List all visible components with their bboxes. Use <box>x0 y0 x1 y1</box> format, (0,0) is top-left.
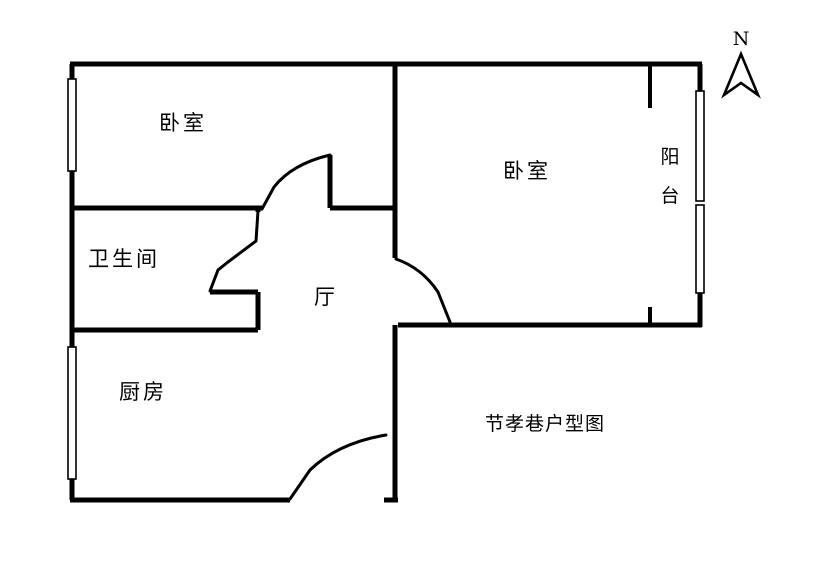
door-bedroom-east-icon <box>394 257 452 324</box>
window-kitchen-icon <box>67 346 77 480</box>
north-arrow-icon <box>721 50 761 99</box>
interior-walls <box>72 64 652 502</box>
window-bedroom-nw-icon <box>67 78 77 172</box>
compass-north-letter: N <box>733 28 750 50</box>
windows-group <box>67 78 705 480</box>
room-label-bathroom: 卫生间 <box>88 247 160 271</box>
room-label-living-hall: 厅 <box>314 285 338 309</box>
room-label-balcony-char-1: 阳 <box>660 146 679 168</box>
window-balcony-lower-icon <box>695 204 705 294</box>
window-balcony-upper-icon <box>695 90 705 202</box>
plan-caption: 节孝巷户型图 <box>485 413 605 435</box>
compass-rose: N <box>721 28 761 99</box>
room-label-balcony-char-2: 台 <box>660 185 679 207</box>
door-bedroom-nw-icon <box>260 153 332 211</box>
doors-group <box>208 153 452 501</box>
room-labels: 卧室 卫生间 厅 厨房 卧室 阳 台 <box>88 111 680 404</box>
door-kitchen-icon <box>288 433 388 501</box>
room-label-bedroom-east: 卧室 <box>503 159 551 183</box>
door-bathroom-icon <box>208 209 260 293</box>
room-label-bedroom-north-west: 卧室 <box>159 111 207 135</box>
room-label-kitchen: 厨房 <box>119 380 167 404</box>
